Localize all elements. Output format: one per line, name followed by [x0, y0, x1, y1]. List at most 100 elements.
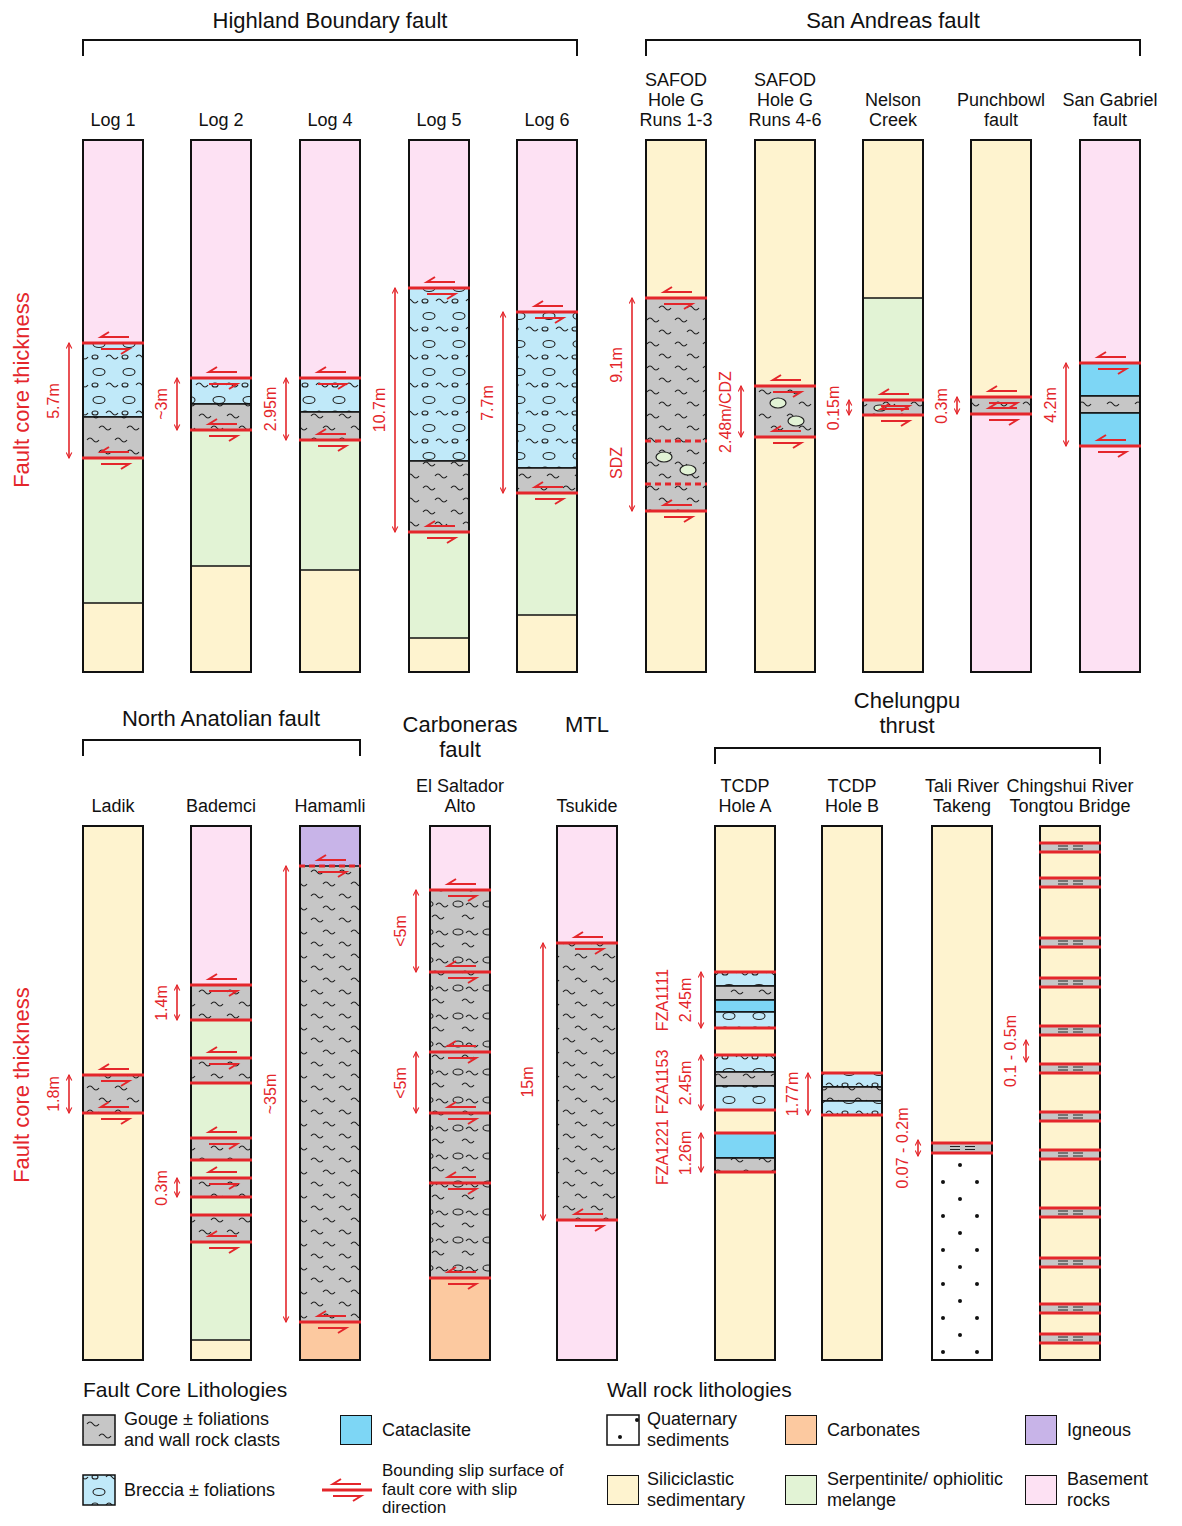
lithology-layer [191, 1058, 251, 1083]
legend-swatch [340, 1415, 372, 1445]
fault-log: Log 5 [399, 110, 479, 672]
lithology-layer [1080, 396, 1140, 413]
lithology-layer [715, 1000, 775, 1012]
slip-direction [448, 1058, 476, 1063]
layer-boundary [191, 1019, 251, 1021]
gouge-mark [1058, 1211, 1068, 1212]
slip-direction [664, 500, 692, 505]
thickness-arrow [848, 400, 850, 415]
slip-surface [1039, 1063, 1101, 1066]
slip-direction [318, 1328, 346, 1333]
slip-surface [821, 1114, 883, 1117]
layer-boundary [430, 1277, 490, 1279]
gouge-mark [1073, 1156, 1083, 1157]
wall-rock [430, 826, 490, 1360]
layer-boundary [1040, 851, 1100, 853]
group-heading: Highland Boundary fault [180, 8, 480, 33]
slip-surface [190, 1241, 252, 1244]
slip-surface [408, 531, 470, 534]
lithology-layer [1040, 978, 1100, 987]
layer-boundary [715, 1027, 775, 1029]
thickness-arrow [700, 972, 702, 1028]
layer-boundary [1040, 1111, 1100, 1113]
lithology-layer [191, 404, 251, 430]
layer-boundary [1040, 1342, 1100, 1344]
lithology-layer [932, 1143, 992, 1153]
slip-surface [556, 942, 618, 945]
lithology-layer [83, 458, 143, 603]
legend-swatch [607, 1475, 639, 1505]
lithology-layer [646, 298, 706, 511]
legend-text: Bounding slip surface of fault core with… [382, 1462, 567, 1518]
slip-direction [318, 367, 346, 372]
layer-boundary [191, 1057, 251, 1059]
lens-clast [770, 398, 786, 408]
thickness-value: FZA1111 [654, 967, 672, 1033]
slip-direction [664, 517, 692, 522]
thickness-arrow [700, 1055, 702, 1110]
layer-boundary [715, 1157, 775, 1159]
lithology-layer [1040, 878, 1100, 887]
slip-surface [190, 1177, 252, 1180]
thickness-arrow [542, 943, 544, 1220]
column-outline [83, 140, 143, 672]
group-bracket [646, 40, 1140, 56]
fault-column [714, 826, 776, 1360]
thickness-arrow [631, 298, 633, 511]
layer-boundary [1080, 362, 1140, 364]
layer-boundary [715, 1071, 775, 1073]
gouge-mark [1073, 1261, 1083, 1262]
wall-rock [715, 826, 775, 1360]
slip-surface [862, 414, 924, 417]
thickness-arrow [917, 1140, 919, 1156]
slip-direction [209, 1167, 237, 1172]
layer-boundary [191, 984, 251, 986]
layer-boundary [1040, 1257, 1100, 1259]
layer-boundary [1080, 412, 1140, 414]
slip-direction [101, 1102, 129, 1107]
slip-surface [1039, 937, 1101, 940]
slip-surface [299, 377, 361, 380]
layer-boundary [191, 1177, 251, 1179]
layer-boundary [1080, 412, 1140, 414]
slip-surface [190, 377, 252, 380]
lithology-layer [409, 140, 469, 288]
layer-boundary [715, 985, 775, 987]
fault-log: San Gabriel fault [1057, 90, 1163, 672]
slip-surface [754, 436, 816, 439]
fault-log: Tsukide [542, 796, 632, 1360]
lithology-layer [1040, 1150, 1100, 1159]
slip-direction [209, 419, 237, 424]
lithology-layer [191, 1178, 251, 1197]
layer-boundary [517, 614, 577, 616]
slip-surface [82, 342, 144, 345]
layer-boundary [1040, 877, 1100, 879]
fault-log: Tali River Takeng [917, 776, 1007, 1360]
thickness-arrow [1065, 363, 1067, 446]
thickness-value: 1.8m [45, 1074, 63, 1114]
thickness-value: 2.48m/CDZ [717, 369, 735, 455]
thickness-arrow [285, 378, 287, 440]
layer-boundary [300, 439, 360, 441]
slip-direction [773, 375, 801, 380]
column-outline [971, 140, 1031, 672]
lithology-layer [191, 378, 251, 404]
gouge-mark [1073, 1153, 1083, 1154]
lithology-layer [300, 440, 360, 570]
lithology-layer [191, 1340, 251, 1360]
thickness-arrow [285, 866, 287, 1322]
layer-boundary [191, 429, 251, 431]
slip-direction [209, 436, 237, 441]
lithology-layer [191, 985, 251, 1020]
slip-surface [1039, 1257, 1101, 1260]
slip-direction [318, 446, 346, 451]
slip-direction [427, 521, 455, 526]
layer-boundary [191, 403, 251, 405]
layer-boundary [300, 865, 360, 867]
lithology-layer [863, 400, 923, 415]
gouge-mark [1058, 1118, 1068, 1119]
slip-surface [429, 971, 491, 974]
slip-surface [299, 865, 361, 868]
gouge-mark [1073, 884, 1083, 885]
wall-rock [971, 140, 1031, 672]
